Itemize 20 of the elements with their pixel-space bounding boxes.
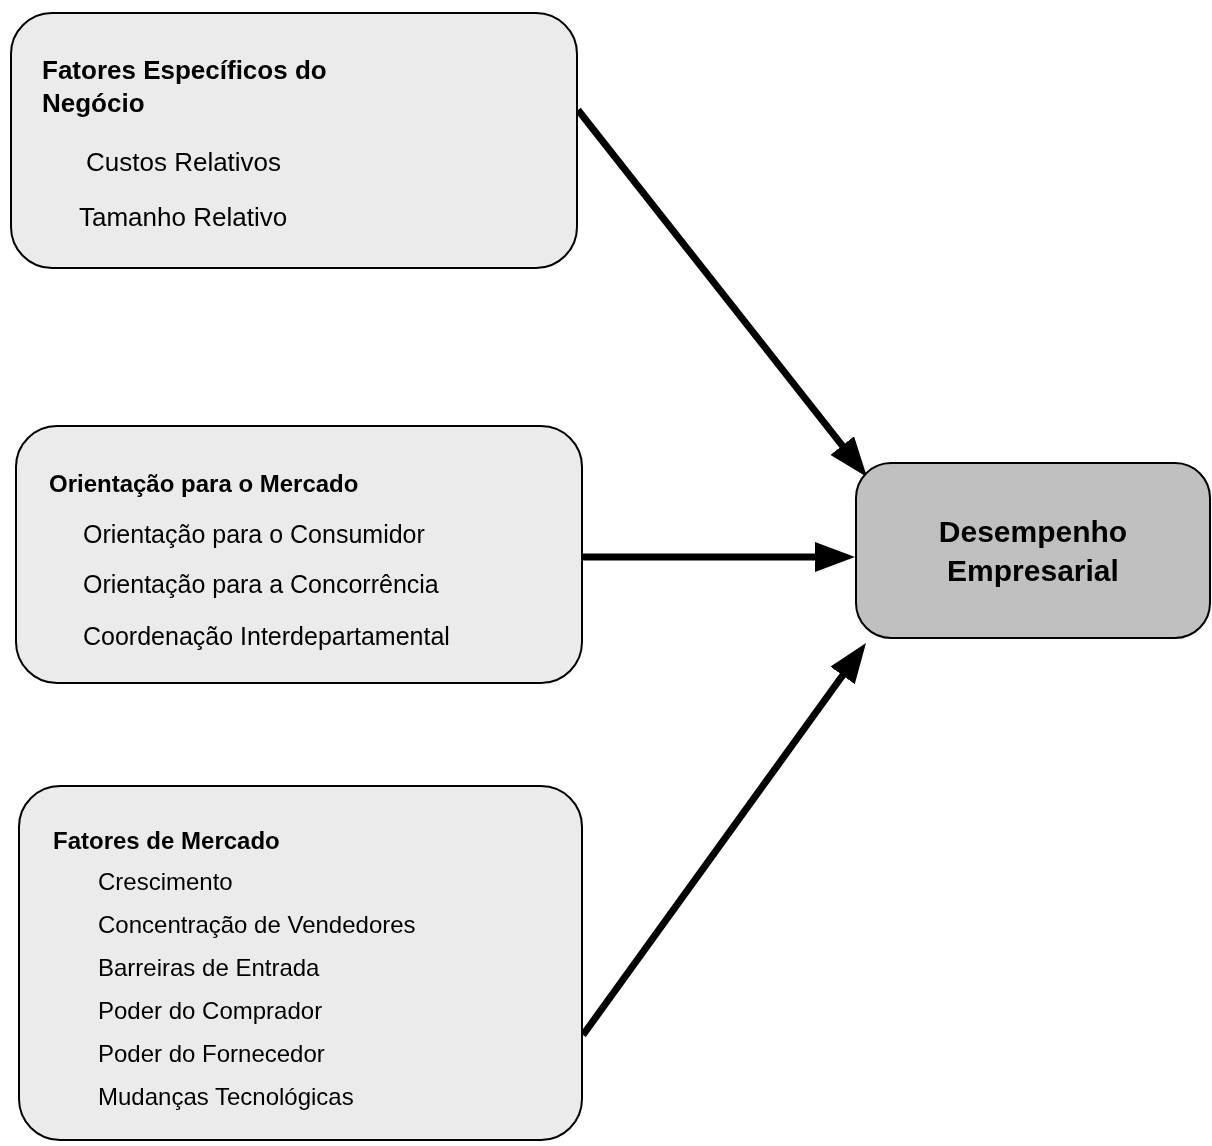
- list-item: Crescimento: [98, 867, 233, 897]
- list-item: Coordenação Interdepartamental: [83, 621, 450, 652]
- list-item: Poder do Fornecedor: [98, 1039, 325, 1069]
- box-heading: Fatores de Mercado: [53, 826, 280, 856]
- box-title: Desempenho Empresarial: [937, 513, 1129, 589]
- factor-box: [10, 12, 578, 269]
- list-item: Poder do Comprador: [98, 996, 323, 1026]
- list-item: Barreiras de Entrada: [98, 953, 320, 983]
- list-item: Concentração de Vendedores: [98, 910, 416, 940]
- list-item: Orientação para a Concorrência: [83, 569, 439, 600]
- list-item: Tamanho Relativo: [79, 201, 288, 234]
- factor-box: [18, 785, 583, 1141]
- result-box: [855, 462, 1211, 639]
- box-heading: Orientação para o Mercado: [49, 469, 359, 499]
- list-item: Mudanças Tecnológicas: [98, 1082, 354, 1112]
- box-heading: Fatores Específicos do Negócio: [42, 54, 328, 119]
- arrow: [583, 542, 855, 572]
- list-item: Orientação para o Consumidor: [83, 519, 425, 550]
- list-item: Custos Relativos: [86, 146, 282, 179]
- factor-box: [15, 425, 583, 684]
